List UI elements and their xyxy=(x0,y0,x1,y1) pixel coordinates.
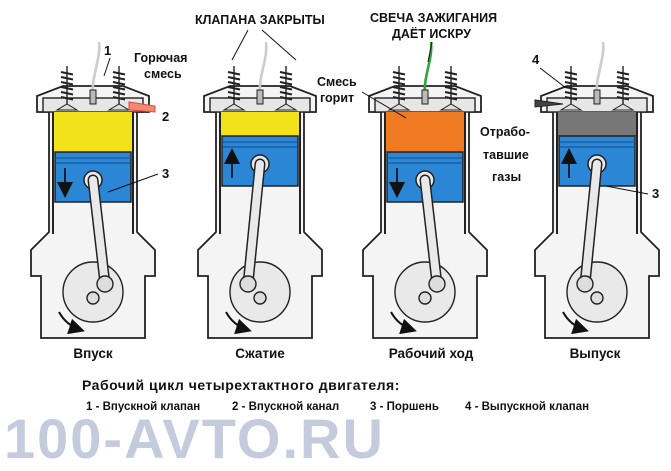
label-number-3-left: 3 xyxy=(162,166,169,181)
valves-closed-label: КЛАПАНА ЗАКРЫТЫ xyxy=(195,13,325,27)
exhaust-flow-arrow xyxy=(534,99,564,108)
cylinder-2 xyxy=(197,41,323,339)
cylinder-3 xyxy=(362,41,488,339)
spark-plug-pointer xyxy=(427,41,433,63)
spark-plug-body xyxy=(89,89,97,105)
connecting-rod xyxy=(244,160,264,288)
mixture-burns-label-line2: горит xyxy=(320,91,354,105)
rotation-arrow-icon xyxy=(58,311,85,335)
spark-plug-body xyxy=(421,89,429,105)
connecting-rod xyxy=(421,176,441,288)
stroke-caption-power: Рабочий ход xyxy=(388,346,474,361)
legend-item-exhaust-valve: 4 - Выпускной клапан xyxy=(465,401,590,413)
stroke-caption-compression: Сжатие xyxy=(235,346,285,361)
crank-pin xyxy=(239,275,257,293)
connecting-rod xyxy=(89,176,109,288)
rotation-arrow-icon xyxy=(225,311,252,335)
pointer-3-right xyxy=(605,185,649,195)
legend-item-intake-port: 2 - Впускной канал xyxy=(232,401,340,413)
crank-pin xyxy=(576,275,594,293)
pointer-1 xyxy=(103,57,111,77)
legend-item-intake-valve: 1 - Впускной клапан xyxy=(86,401,201,413)
valve-head xyxy=(222,103,246,111)
exhaust-gases-label-line2: тавшие xyxy=(483,148,529,162)
legend-item-piston: 3 - Поршень xyxy=(370,401,439,413)
valves-closed-pointer-left xyxy=(231,29,249,61)
crankshaft-journal xyxy=(86,291,100,305)
valve-head xyxy=(439,103,463,111)
burns-pointer xyxy=(361,91,407,119)
rotation-arrow-icon xyxy=(390,311,417,335)
fuel-mixture-label-line1: Горючая xyxy=(134,51,187,65)
spark-plug-body xyxy=(256,89,264,105)
cycle-title: Рабочий цикл четырехтактного двигателя: xyxy=(82,377,400,393)
valve-head xyxy=(559,103,583,111)
crankshaft-journal xyxy=(253,291,267,305)
watermark-logo: 100-AVTO.RU xyxy=(4,407,385,470)
fuel-mixture-label-line2: смесь xyxy=(144,67,182,81)
exhaust-gases-label-line1: Отрабо- xyxy=(480,125,530,139)
combustion-chamber xyxy=(557,112,637,136)
combustion-chamber xyxy=(385,112,465,152)
valve-head xyxy=(387,103,411,111)
pointer-3-left xyxy=(107,173,159,193)
valve-head xyxy=(107,103,131,111)
crankshaft-journal xyxy=(590,291,604,305)
label-number-2: 2 xyxy=(162,109,169,124)
mixture-burns-label-line1: Смесь xyxy=(317,75,357,89)
connecting-rod xyxy=(581,160,601,288)
label-number-4: 4 xyxy=(532,52,540,67)
valve-head xyxy=(55,103,79,111)
spark-plug-label-line2: ДАЁТ ИСКРУ xyxy=(392,26,471,41)
spark-plug-label-line1: СВЕЧА ЗАЖИГАНИЯ xyxy=(370,11,497,25)
valve-head xyxy=(274,103,298,111)
stroke-caption-intake: Впуск xyxy=(73,346,113,361)
crankshaft-journal xyxy=(418,291,432,305)
pointer-4 xyxy=(539,67,567,89)
rotation-arrow-icon xyxy=(562,311,589,335)
spark-plug-body xyxy=(593,89,601,105)
valves-closed-pointer-right xyxy=(261,29,297,61)
label-number-1: 1 xyxy=(104,43,111,58)
stroke-caption-exhaust: Выпуск xyxy=(569,346,621,361)
crank-pin xyxy=(96,275,114,293)
combustion-chamber xyxy=(220,112,300,136)
cylinder-4 xyxy=(534,41,660,339)
intake-flow-arrow xyxy=(128,101,156,113)
exhaust-gases-label-line3: газы xyxy=(492,170,521,184)
combustion-chamber xyxy=(53,112,133,152)
label-number-3-right: 3 xyxy=(652,186,659,201)
valve-head xyxy=(611,103,635,111)
crank-pin xyxy=(428,275,446,293)
cylinder-1 xyxy=(30,41,156,339)
